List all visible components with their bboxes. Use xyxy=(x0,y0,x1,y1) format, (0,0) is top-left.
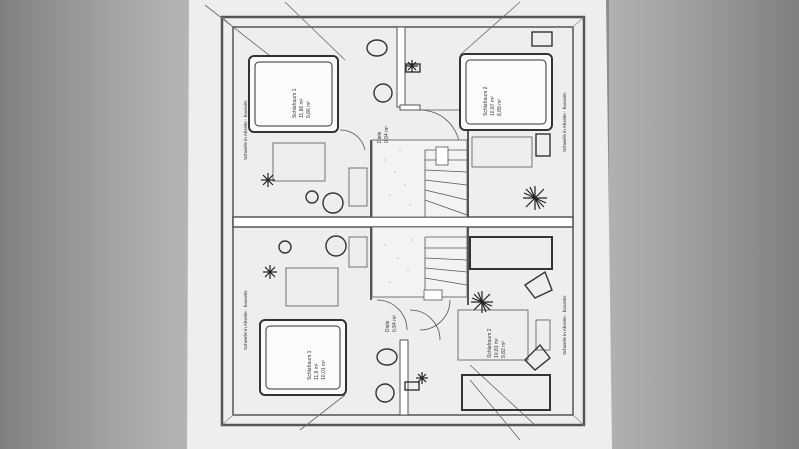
svg-text:11,86 m²: 11,86 m² xyxy=(299,98,305,118)
svg-text:0,94 m²: 0,94 m² xyxy=(384,126,390,143)
hall-label-upper: Diele 0,94 m² xyxy=(377,126,390,143)
lower-staircase xyxy=(371,226,468,301)
svg-text:8,89 m²: 8,89 m² xyxy=(497,99,503,116)
bed-upper-left xyxy=(248,55,339,133)
hall-label-lower: Diele 0,94 m² xyxy=(385,315,398,332)
background-left xyxy=(0,0,190,449)
room-label-lower-right: Schlafraum 2 10,81 m² 9,82 m² xyxy=(487,328,507,358)
svg-text:11,9 m²: 11,9 m² xyxy=(314,363,320,380)
upper-staircase xyxy=(371,139,468,218)
plant-icon xyxy=(406,60,418,72)
room-label-upper-right: Schlafraum 2 10,87 m² 8,89 m² xyxy=(483,86,503,116)
upper-bath-wall xyxy=(396,26,406,108)
svg-text:Diele: Diele xyxy=(377,131,383,143)
svg-text:0,94 m²: 0,94 m² xyxy=(392,315,398,332)
outer-wall-outer xyxy=(220,15,586,427)
svg-text:Schlafraum 1: Schlafraum 1 xyxy=(307,350,313,380)
beds xyxy=(248,53,553,396)
wall-note-right-upper: Schwelle in Abseite · bauseits xyxy=(562,92,567,152)
svg-text:Diele: Diele xyxy=(385,320,391,332)
round-fixtures xyxy=(278,31,553,403)
lower-bath-wall xyxy=(399,339,409,416)
bed-upper-right xyxy=(459,53,553,131)
svg-text:Schlafraum 1: Schlafraum 1 xyxy=(292,88,298,118)
wall-note-left-upper: Schwelle in Abseite · bauseits xyxy=(243,100,248,160)
plant-icon xyxy=(263,265,277,279)
room-label-lower-left: Schlafraum 1 11,9 m² 10,01 m² xyxy=(307,350,327,380)
wall-note-right-lower: Schwelle in Abseite · bauseits xyxy=(562,295,567,355)
bed-lower-right xyxy=(461,374,551,411)
background-right xyxy=(609,0,799,449)
svg-text:9,82 m²: 9,82 m² xyxy=(501,341,507,358)
svg-text:10,81 m²: 10,81 m² xyxy=(494,338,500,358)
wall-note-left-lower: Schwelle in Abseite · bauseits xyxy=(243,290,248,350)
plant-icon xyxy=(416,372,428,384)
plant-icon xyxy=(523,186,547,210)
stair-dots xyxy=(384,149,413,283)
room-label-upper-left: Schlafraum 1 11,86 m² 9,86 m² xyxy=(292,88,312,118)
bed-lower-left xyxy=(259,319,347,396)
svg-text:10,87 m²: 10,87 m² xyxy=(490,96,496,116)
svg-text:Schlafraum 2: Schlafraum 2 xyxy=(487,328,493,358)
center-wall xyxy=(232,216,574,228)
svg-text:Schlafraum 2: Schlafraum 2 xyxy=(483,86,489,116)
upper-bath-wall-2 xyxy=(399,104,421,111)
plant-icon xyxy=(261,173,275,187)
plants xyxy=(261,60,547,384)
svg-text:10,01 m²: 10,01 m² xyxy=(321,360,327,380)
svg-text:9,86 m²: 9,86 m² xyxy=(306,101,312,118)
desk-lower-right xyxy=(469,236,553,270)
plant-icon xyxy=(471,291,493,313)
